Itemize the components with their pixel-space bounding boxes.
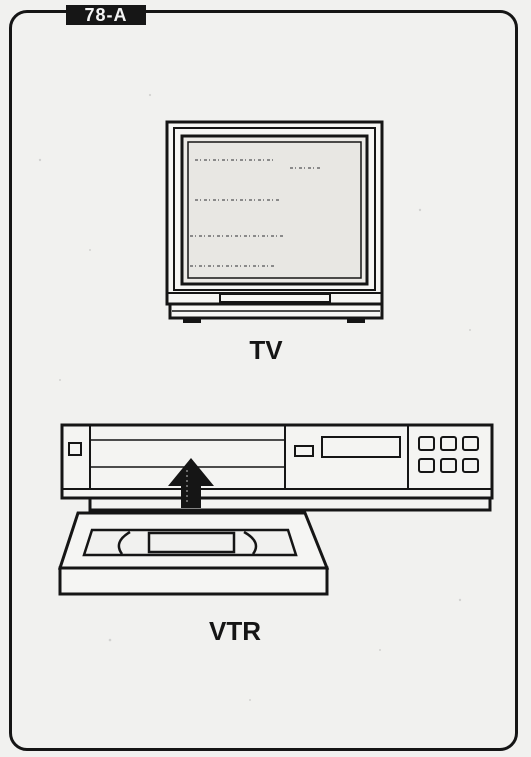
- vtr-label: VTR: [190, 616, 280, 647]
- tv-label: TV: [236, 335, 296, 366]
- cassette-icon: [60, 513, 327, 594]
- vcr-icon: [62, 425, 492, 510]
- television-icon: [167, 122, 382, 323]
